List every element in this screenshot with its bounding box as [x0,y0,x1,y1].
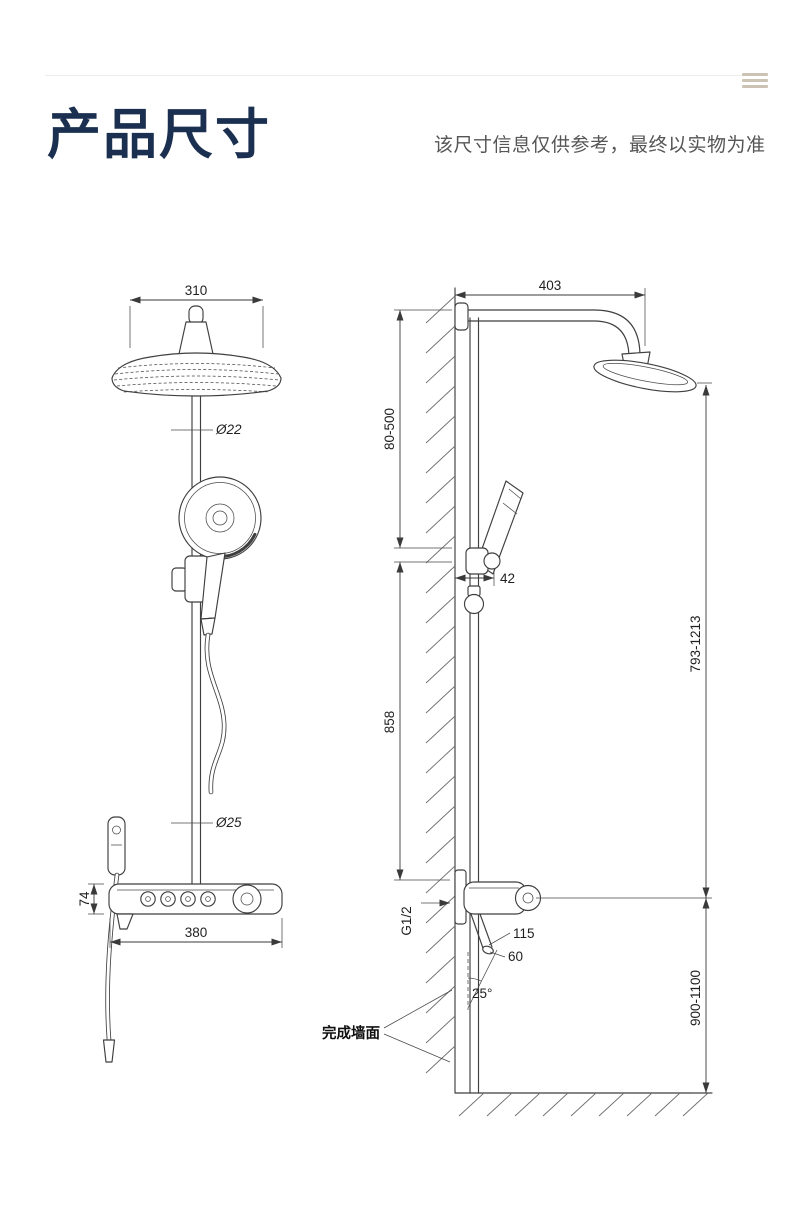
shower-head-front [111,305,282,397]
dim-arm-reach: 403 [455,278,646,346]
shower-hose-front [204,632,227,795]
dim-label-holder-offset: 42 [500,571,515,586]
deck-spout-front [116,913,134,930]
top-divider [45,75,745,76]
riser-pipe-side [469,317,480,1094]
dim-lower-pipe-diameter: Ø25 [171,815,242,830]
dim-label-inlet-thread: G1/2 [399,906,414,935]
dim-spout-reach: 115 [488,926,535,946]
deck-knobs [140,884,262,914]
dim-overall-height-range: 793-1213 [536,382,712,899]
head-cone-front [178,321,214,355]
dim-holder-offset: 42 [455,570,515,586]
hose-elbow [463,593,485,615]
dim-label-spout-drop: 60 [508,949,523,964]
dim-label-deck-width: 380 [185,925,208,940]
wall-finish-text: 完成墙面 [322,1024,380,1042]
dim-label-head-width: 310 [185,283,208,298]
dim-spout-angle: 25° [467,949,498,1010]
disclaimer-text: 该尺寸信息仅供参考，最终以实物为准 [434,135,766,156]
dim-spout-drop: 60 [489,949,523,964]
riser-pole-front [191,395,202,885]
dim-label-riser-length: 858 [382,711,397,734]
dim-label-spout-angle: 25° [472,986,492,1001]
hose-nut [200,617,216,636]
hand-shower-side [463,480,524,615]
dim-pipe-diameter: Ø22 [171,422,242,437]
menu-lines-icon [742,73,768,91]
dim-label-head-drop-range: 80-500 [382,408,397,450]
head-arm-front [188,305,204,325]
dim-head-drop-range: 80-500 [382,309,452,549]
wall-finish-label: 完成墙面 [322,989,453,1063]
hose-nozzle [102,1039,116,1063]
wall-section [425,287,456,1094]
dim-riser-length: 858 [382,561,452,881]
hand-shower-wand [476,480,524,575]
dim-label-lower-pipe-diameter: Ø25 [215,815,242,830]
dim-deck-width: 380 [109,918,283,948]
floor-section [454,1092,713,1117]
front-view-drawing: 310 Ø22 [77,283,283,1063]
control-deck-side [454,869,542,925]
dim-label-pipe-diameter: Ø22 [215,422,242,437]
dim-label-arm-reach: 403 [539,278,562,293]
dim-label-deck-height: 74 [77,891,92,907]
wall-flange [454,302,469,331]
shower-arm-side [454,302,651,370]
dim-label-overall-height-range: 793-1213 [688,615,703,672]
page-title: 产品尺寸 [47,105,271,165]
dim-label-install-height-range: 900-1100 [688,970,703,1026]
side-view-drawing: 403 80-500 42 858 G1/2 [322,278,713,1117]
dim-label-spout-reach: 115 [513,926,535,941]
shower-head-side [593,359,697,393]
spout-side [470,913,494,955]
dim-install-height-range: 900-1100 [688,898,712,1094]
dim-deck-height: 74 [77,883,104,915]
dim-head-width: 310 [129,283,264,348]
hand-shower-front [171,476,262,636]
hand-wand-front [107,816,126,876]
dim-inlet-thread: G1/2 [399,899,450,936]
control-deck-front [108,883,283,930]
